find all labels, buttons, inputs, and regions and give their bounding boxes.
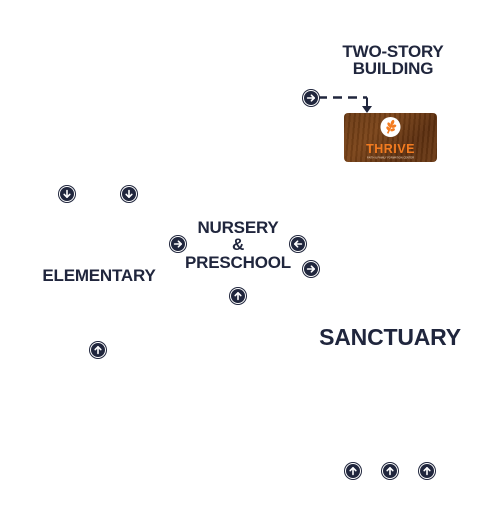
logo-name: THRIVE (366, 142, 415, 156)
entrance-arrow-left-icon (290, 236, 306, 252)
entrance-arrow-right-icon (170, 236, 186, 252)
wheat-icon (386, 119, 397, 134)
label-nursery-preschool: NURSERY & PRESCHOOL (185, 218, 291, 272)
entrance-arrow-right-icon (303, 261, 319, 277)
label-elementary: ELEMENTARY (42, 266, 156, 285)
entrance-arrow-up-icon (345, 463, 361, 479)
entrance-arrow-down-icon (121, 186, 137, 202)
entrance-arrow-down-icon (59, 186, 75, 202)
logo-tagline: FAITH & FAMILY FORMATION CENTER (367, 156, 414, 160)
entrance-arrow-up-icon (419, 463, 435, 479)
label-sanctuary: SANCTUARY (319, 324, 461, 350)
entrance-arrow-up-icon (230, 288, 246, 304)
entrance-arrow-right-icon (303, 90, 319, 106)
thrive-logo: THRIVE FAITH & FAMILY FORMATION CENTER (344, 113, 437, 162)
label-two-story-building: TWO-STORY BUILDING (342, 42, 444, 79)
entrance-arrow-up-icon (90, 342, 106, 358)
entrance-arrow-up-icon (382, 463, 398, 479)
